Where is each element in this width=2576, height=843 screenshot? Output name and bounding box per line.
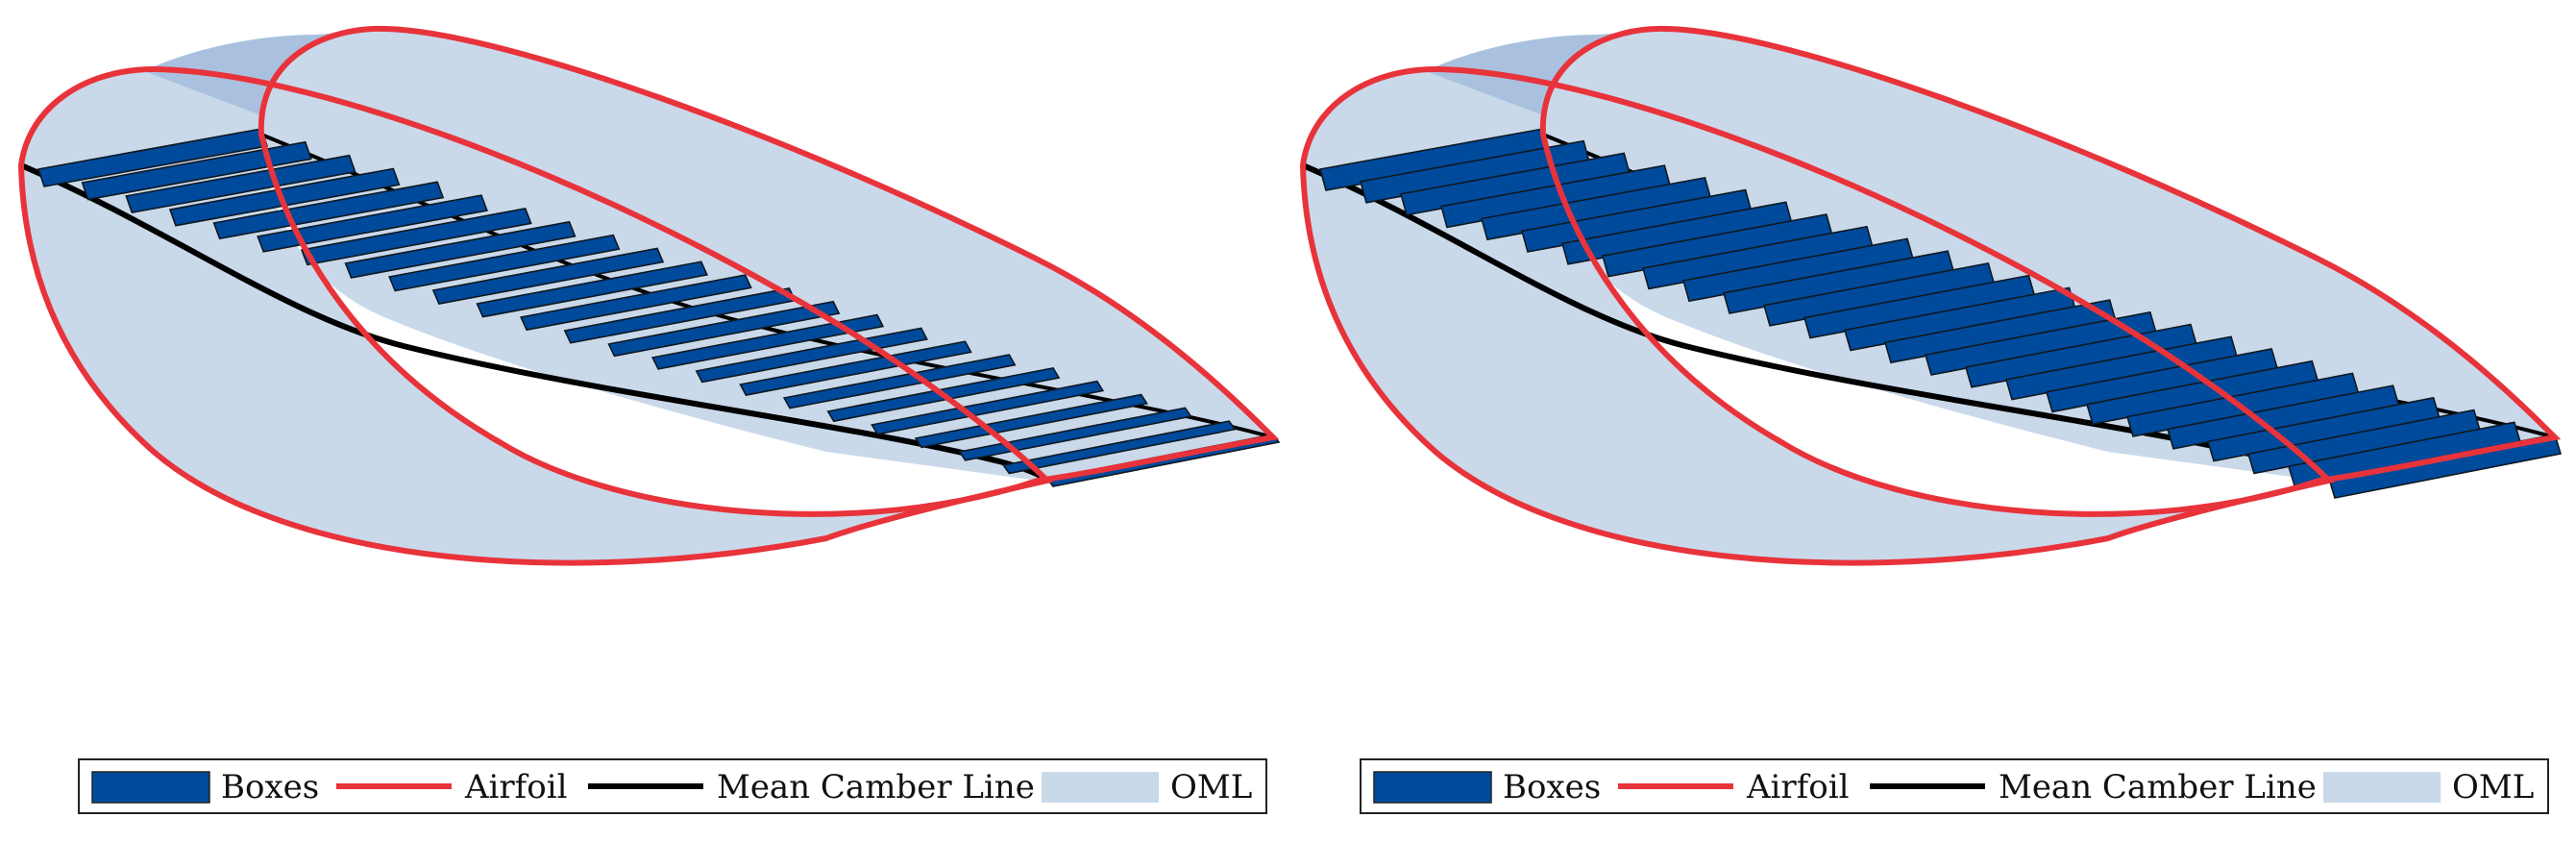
legend-airfoil-label: Airfoil bbox=[1746, 768, 1849, 806]
box-slat bbox=[81, 140, 312, 201]
legend-oml-label: OML bbox=[1170, 768, 1252, 806]
box-slat bbox=[958, 407, 1192, 461]
legend-left: Boxes Airfoil Mean Camber Line OML bbox=[78, 758, 1267, 814]
box-slat bbox=[476, 260, 708, 318]
box-slat bbox=[871, 380, 1105, 435]
box-slat bbox=[388, 234, 621, 292]
panel-left: Boxes Airfoil Mean Camber Line OML bbox=[17, 25, 1281, 814]
oml-gap bbox=[261, 135, 1038, 514]
legend-right: Boxes Airfoil Mean Camber Line OML bbox=[1360, 758, 2549, 814]
box-slat bbox=[344, 220, 577, 279]
legend-oml-patch bbox=[1042, 772, 1159, 803]
mean-camber-line-front bbox=[19, 162, 1050, 483]
oml-gap bbox=[1543, 135, 2319, 514]
box-slat bbox=[782, 354, 1017, 409]
boxes-group-left bbox=[37, 128, 1281, 487]
oml-upper-surface bbox=[1426, 28, 1666, 115]
boxes-group-right bbox=[1318, 128, 2563, 499]
legend-camber-label: Mean Camber Line bbox=[1999, 768, 2317, 806]
legend-boxes-patch bbox=[1373, 771, 1492, 804]
legend-camber-label: Mean Camber Line bbox=[717, 768, 1035, 806]
legend-airfoil-label: Airfoil bbox=[464, 768, 567, 806]
box-slat bbox=[650, 313, 885, 370]
box-slat bbox=[431, 247, 665, 305]
box-slat bbox=[168, 167, 401, 227]
box-slat bbox=[520, 274, 752, 332]
legend-boxes-patch bbox=[91, 771, 210, 804]
panel-right: Boxes Airfoil Mean Camber Line OML bbox=[1299, 25, 2563, 814]
box-slat bbox=[1001, 420, 1237, 475]
legend-oml-patch bbox=[2323, 772, 2441, 803]
box-slat bbox=[212, 181, 445, 240]
legend-boxes-label: Boxes bbox=[221, 768, 319, 806]
legend-boxes-label: Boxes bbox=[1503, 768, 1601, 806]
box-slat bbox=[914, 393, 1148, 449]
oml-upper-surface bbox=[144, 28, 384, 115]
airfoil-back-outline bbox=[1539, 25, 2562, 517]
box-slat bbox=[300, 208, 532, 266]
legend-oml-label: OML bbox=[2452, 768, 2534, 806]
airfoil-back-outline bbox=[258, 25, 1280, 517]
box-slat bbox=[607, 300, 841, 358]
box-slat bbox=[125, 154, 356, 214]
box-slat bbox=[257, 194, 489, 253]
